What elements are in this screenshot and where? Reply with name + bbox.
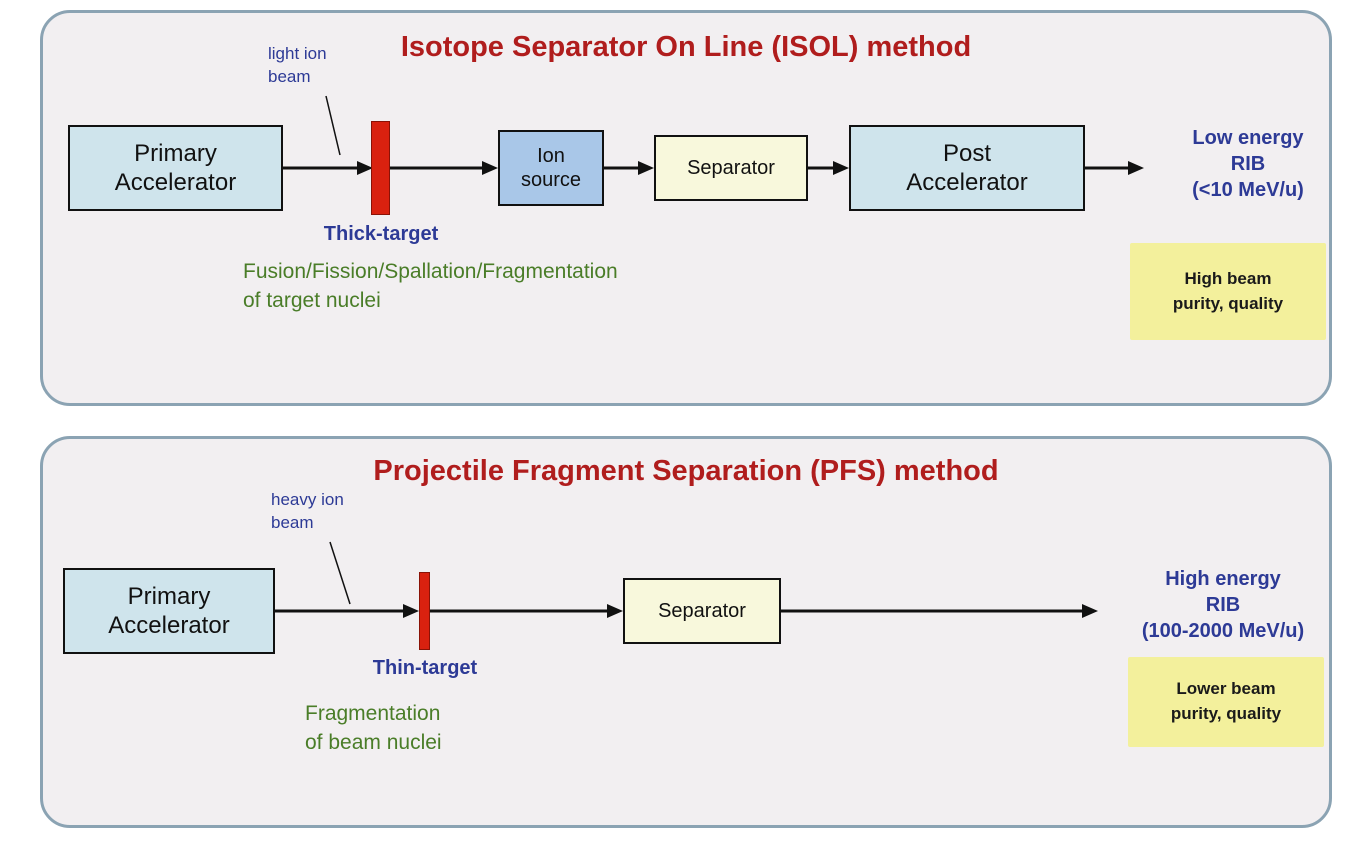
pfs-process-label: Fragmentation of beam nuclei <box>305 702 442 755</box>
pfs-primary-accelerator-box: Primary Accelerator <box>63 568 275 654</box>
isol-connectors <box>283 95 1144 175</box>
isol-beam-arrow-4 <box>808 161 849 175</box>
pfs-thin-target-label: Thin-target <box>372 657 478 679</box>
pfs-separator-box: Separator <box>623 578 781 644</box>
isol-beam-arrow-1 <box>283 161 373 175</box>
isol-beam-label-pointer-line <box>325 95 341 156</box>
isol-thick-target-label: Thick-target <box>323 223 439 245</box>
pfs-beam-quality-note: Lower beam purity, quality <box>1128 657 1324 747</box>
isol-beam-arrow-2 <box>390 161 498 175</box>
pfs-heavy-ion-beam-label: heavy ion beam <box>271 490 344 532</box>
pfs-beam-arrow-3 <box>781 604 1098 618</box>
isol-separator-box: Separator <box>654 135 808 201</box>
pfs-beam-arrow-2 <box>430 604 623 618</box>
isol-beam-quality-note: High beam purity, quality <box>1130 243 1326 340</box>
pfs-beam-label-pointer-line <box>329 541 351 605</box>
isol-beam-arrow-5 <box>1085 161 1144 175</box>
isol-title: Isotope Separator On Line (ISOL) method <box>400 31 972 63</box>
isol-process-label: Fusion/Fission/Spallation/Fragmentation … <box>243 260 618 313</box>
isol-primary-accelerator-box: Primary Accelerator <box>68 125 283 211</box>
pfs-connectors <box>275 541 1098 618</box>
pfs-title: Projectile Fragment Separation (PFS) met… <box>373 455 999 487</box>
isol-panel: Isotope Separator On Line (ISOL) method … <box>40 10 1332 406</box>
isol-output-label: Low energy RIB (<10 MeV/u) <box>1192 127 1304 201</box>
pfs-thin-target-bar <box>419 572 430 650</box>
isol-light-ion-beam-label: light ion beam <box>268 44 327 86</box>
isol-beam-arrow-3 <box>604 161 654 175</box>
isol-post-accelerator-box: Post Accelerator <box>849 125 1085 211</box>
isol-ion-source-box: Ion source <box>498 130 604 206</box>
isol-thick-target-bar <box>371 121 390 215</box>
pfs-output-label: High energy RIB (100-2000 MeV/u) <box>1141 568 1305 642</box>
pfs-beam-arrow-1 <box>275 604 419 618</box>
pfs-panel: Projectile Fragment Separation (PFS) met… <box>40 436 1332 828</box>
